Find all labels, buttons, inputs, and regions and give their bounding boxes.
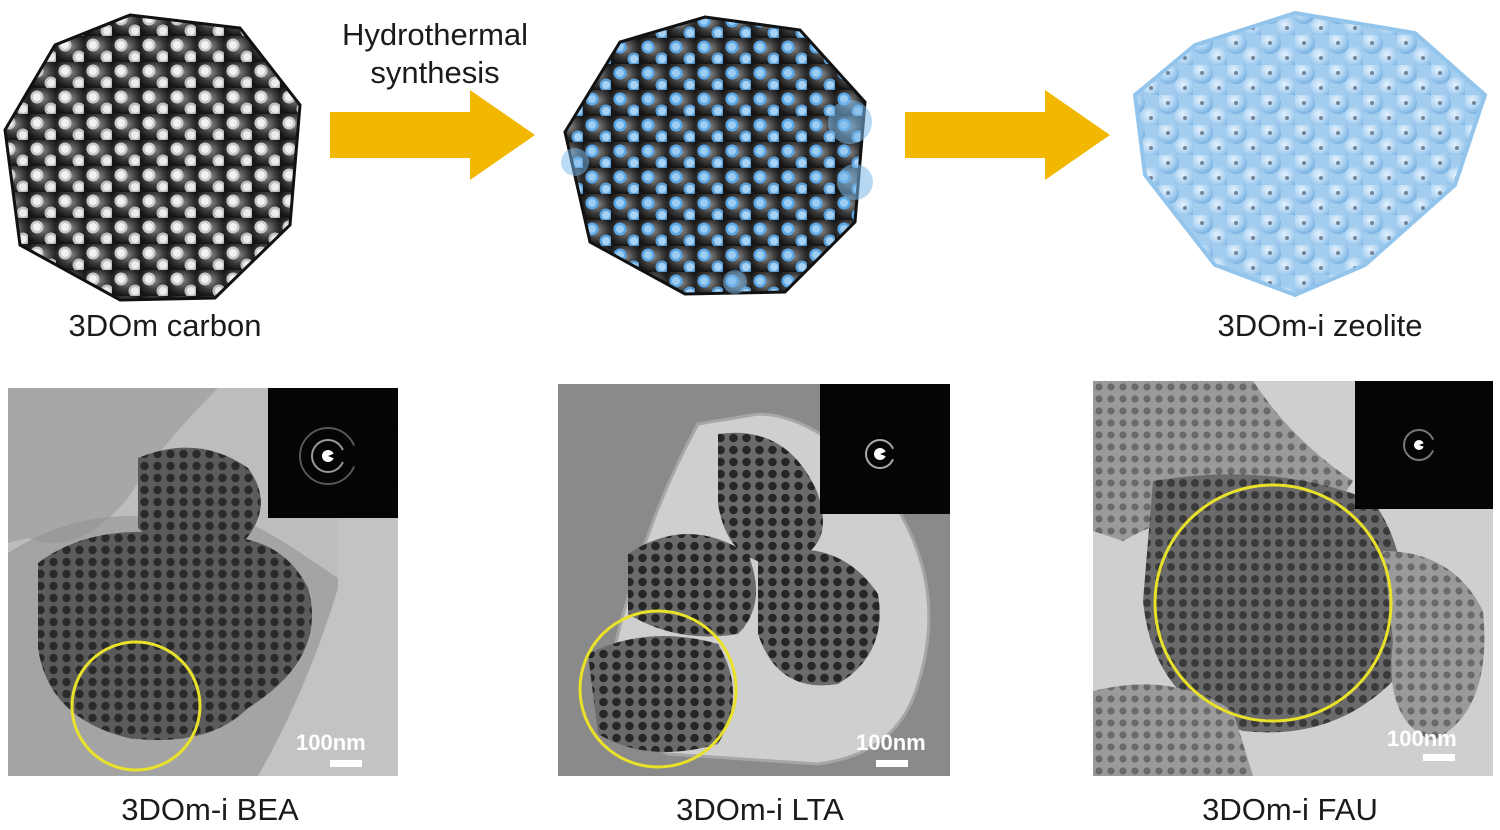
scale-bar-label: 100nm bbox=[856, 730, 926, 755]
stage1-caption: 3DOm carbon bbox=[68, 308, 262, 343]
arrow-right-icon bbox=[330, 90, 540, 185]
panel1-caption: 3DOm-i BEA bbox=[121, 792, 299, 827]
panel2-caption: 3DOm-i LTA bbox=[676, 792, 844, 827]
zeolite-structure-illustration bbox=[1125, 5, 1495, 305]
tem-panel-fau: 100nm bbox=[1093, 381, 1493, 776]
arrow-right-icon-2 bbox=[905, 90, 1115, 185]
step1-label-line2: synthesis bbox=[370, 55, 500, 90]
intermediate-structure-illustration bbox=[555, 12, 885, 302]
tem-panel-bea: 100nm bbox=[8, 388, 398, 776]
panel3-caption: 3DOm-i FAU bbox=[1202, 792, 1378, 827]
carbon-structure-illustration bbox=[0, 10, 310, 310]
scale-bar-label: 100nm bbox=[1387, 726, 1457, 751]
step1-label: Hydrothermal synthesis bbox=[300, 16, 570, 92]
stage3-caption: 3DOm-i zeolite bbox=[1217, 308, 1423, 343]
tem-panel-lta: 100nm bbox=[558, 384, 950, 776]
scale-bar-label: 100nm bbox=[296, 730, 366, 755]
step1-label-line1: Hydrothermal bbox=[341, 17, 529, 52]
